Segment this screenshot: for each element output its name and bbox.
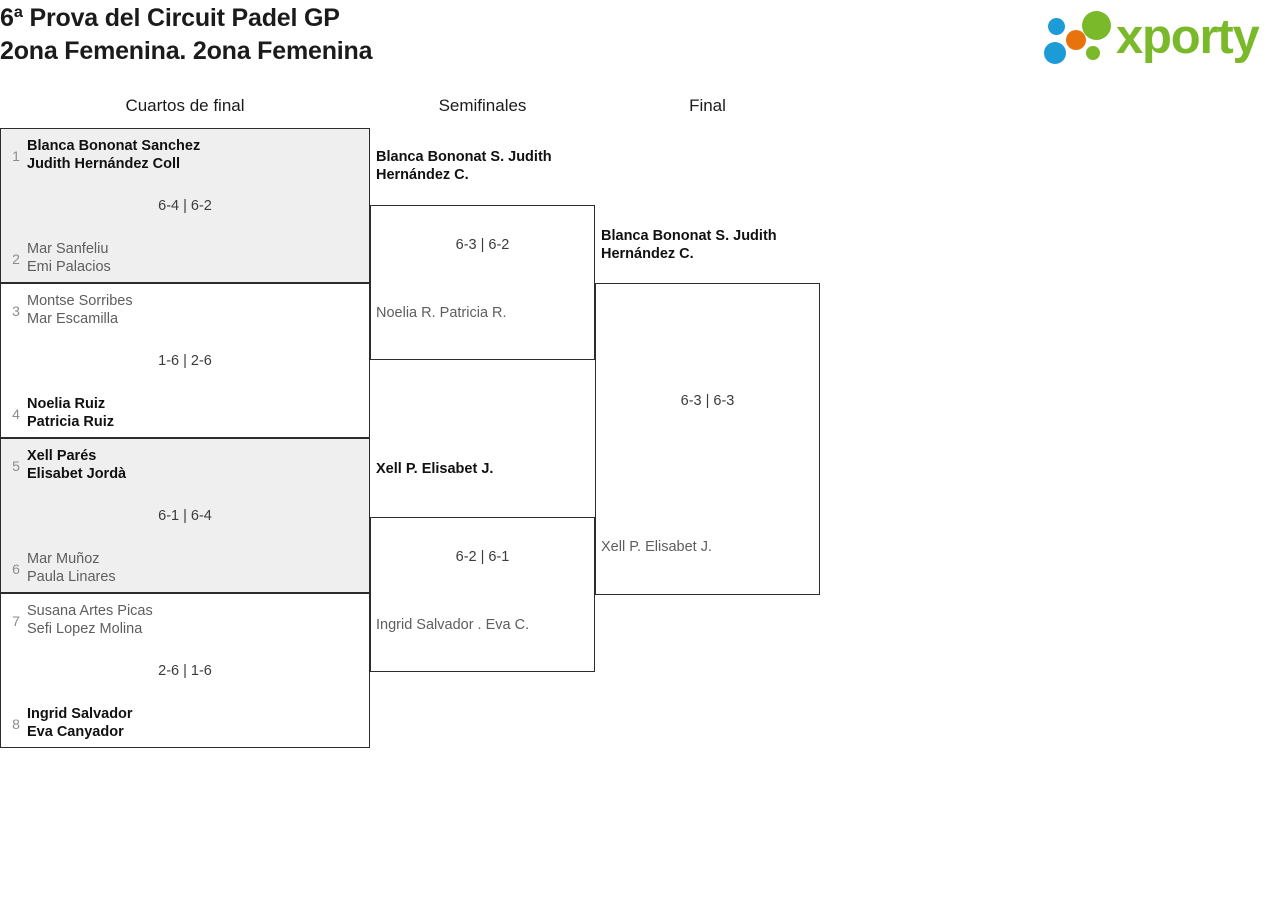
match-score: 6-1 | 6-4 xyxy=(158,508,212,524)
round-header-final: Final xyxy=(689,96,726,115)
match-card-final[interactable] xyxy=(595,283,820,595)
page-title: 6ª Prova del Circuit Padel GP 2ona Femen… xyxy=(0,2,900,68)
logo-dot-blue-small xyxy=(1048,18,1065,35)
player-name: Noelia R. xyxy=(376,305,436,321)
player-name: Blanca Bononat S. xyxy=(601,228,730,244)
player-name: Eva C. xyxy=(485,617,530,633)
title-line-1: 6ª Prova del Circuit Padel GP xyxy=(0,4,340,32)
player-name: Elisabet J. xyxy=(645,539,712,555)
player-name: Ingrid Salvador xyxy=(27,706,133,722)
round-header-semifinals: Semifinales xyxy=(438,96,527,115)
logo-dot-blue-large xyxy=(1044,42,1066,64)
player-name: Eva Canyador xyxy=(27,724,124,740)
match-score: 6-4 | 6-2 xyxy=(158,198,212,214)
player-name: Patricia R. xyxy=(439,305,507,321)
logo-dot-green-small xyxy=(1086,46,1100,60)
xporty-logo[interactable]: xporty xyxy=(1042,8,1274,66)
match-slot-top: Xell P. Elisabet J. xyxy=(376,460,595,478)
title-line-2: 2ona Femenina. 2ona Femenina xyxy=(0,37,373,65)
match-slot-top: Blanca Bononat S. Judith Hernández C. xyxy=(601,227,820,263)
player-name: Paula Linares xyxy=(27,569,116,585)
player-name: Judith Hernández Coll xyxy=(27,156,181,172)
player-name: Ingrid Salvador . xyxy=(376,617,482,633)
match-card-qf2[interactable]: 3 Montse Sorribes Mar Escamilla 1-6 | 2-… xyxy=(0,283,370,438)
player-name: Xell P. xyxy=(376,461,418,477)
match-card-sf1[interactable] xyxy=(370,205,595,360)
logo-dot-green-large xyxy=(1082,11,1111,40)
player-name: Mar Sanfeliu xyxy=(27,241,109,257)
match-card-qf3[interactable]: 5 Xell Parés Elisabet Jordà 6-1 | 6-4 6 … xyxy=(0,438,370,593)
match-card-qf1[interactable]: 1 Blanca Bononat Sanchez Judith Hernánde… xyxy=(0,128,370,283)
player-name: Montse Sorribes xyxy=(27,293,133,309)
seed-number: 7 xyxy=(12,613,20,629)
player-name: Susana Artes Picas xyxy=(27,603,153,619)
player-name: Judith Hernández C. xyxy=(601,228,777,262)
match-score: 6-3 | 6-2 xyxy=(455,237,510,253)
match-score: 6-2 | 6-1 xyxy=(455,549,510,565)
match-score: 2-6 | 1-6 xyxy=(158,663,212,679)
player-name: Mar Escamilla xyxy=(27,311,119,327)
player-name: Patricia Ruiz xyxy=(27,414,115,430)
seed-number: 1 xyxy=(12,148,20,164)
seed-number: 6 xyxy=(12,561,20,577)
player-name: Emi Palacios xyxy=(27,259,111,275)
match-score: 6-3 | 6-3 xyxy=(680,393,735,409)
team-names: Noelia Ruiz Patricia Ruiz xyxy=(27,395,363,431)
team-names: Mar Sanfeliu Emi Palacios xyxy=(27,240,363,276)
match-slot-bottom: Xell P. Elisabet J. xyxy=(601,538,820,556)
match-slot-bottom: Noelia R. Patricia R. xyxy=(376,304,595,322)
player-name: Mar Muñoz xyxy=(27,551,100,567)
match-slot-bottom: Ingrid Salvador . Eva C. xyxy=(376,616,595,634)
player-name: Blanca Bononat S. xyxy=(376,149,505,165)
logo-wordmark: xporty xyxy=(1116,10,1260,64)
team-names: Mar Muñoz Paula Linares xyxy=(27,550,363,586)
player-name: Elisabet J. xyxy=(421,461,494,477)
match-score: 1-6 | 2-6 xyxy=(158,353,212,369)
player-name: Noelia Ruiz xyxy=(27,396,106,412)
team-names: Montse Sorribes Mar Escamilla xyxy=(27,292,363,328)
player-name: Xell P. xyxy=(601,539,642,555)
seed-number: 5 xyxy=(12,458,20,474)
logo-dot-orange xyxy=(1066,30,1086,50)
seed-number: 4 xyxy=(12,406,20,422)
player-name: Elisabet Jordà xyxy=(27,466,127,482)
round-header-quarterfinals: Cuartos de final xyxy=(125,96,245,115)
team-names: Blanca Bononat Sanchez Judith Hernández … xyxy=(27,137,363,173)
team-names: Susana Artes Picas Sefi Lopez Molina xyxy=(27,602,363,638)
seed-number: 8 xyxy=(12,716,20,732)
seed-number: 2 xyxy=(12,251,20,267)
seed-number: 3 xyxy=(12,303,20,319)
team-names: Ingrid Salvador Eva Canyador xyxy=(27,705,363,741)
player-name: Xell Parés xyxy=(27,448,97,464)
team-names: Xell Parés Elisabet Jordà xyxy=(27,447,363,483)
match-slot-top: Blanca Bononat S. Judith Hernández C. xyxy=(376,148,595,184)
logo-dots-icon xyxy=(1042,10,1124,66)
player-name: Sefi Lopez Molina xyxy=(27,621,143,637)
match-card-sf2[interactable] xyxy=(370,517,595,672)
player-name: Blanca Bononat Sanchez xyxy=(27,138,201,154)
match-card-qf4[interactable]: 7 Susana Artes Picas Sefi Lopez Molina 2… xyxy=(0,593,370,748)
player-name: Judith Hernández C. xyxy=(376,149,552,183)
